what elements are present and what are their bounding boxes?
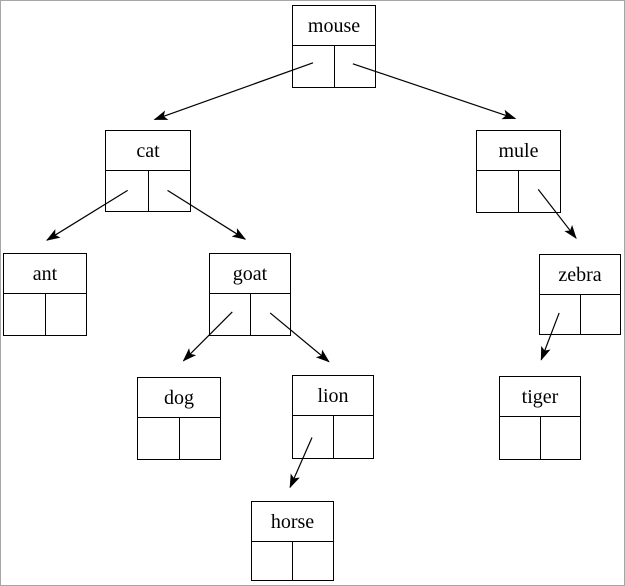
right-pointer-cell <box>251 294 291 335</box>
pointer-cells <box>210 294 290 335</box>
node-label: goat <box>210 254 290 294</box>
tree-node-mouse: mouse <box>292 5 376 88</box>
left-pointer-cell <box>477 171 519 212</box>
tree-node-goat: goat <box>209 253 291 336</box>
left-pointer-cell <box>540 295 581 334</box>
node-label: mule <box>477 131 560 171</box>
tree-node-lion: lion <box>292 375 374 459</box>
tree-node-dog: dog <box>137 377 221 460</box>
left-pointer-cell <box>293 46 335 87</box>
node-label: cat <box>106 131 190 171</box>
left-pointer-cell <box>106 171 149 211</box>
right-pointer-cell <box>180 418 221 459</box>
right-pointer-cell <box>519 171 560 212</box>
node-label: ant <box>4 254 86 294</box>
right-pointer-cell <box>581 295 621 334</box>
pointer-cells <box>106 171 190 211</box>
tree-node-mule: mule <box>476 130 561 213</box>
left-pointer-cell <box>252 542 293 580</box>
node-label: zebra <box>540 255 620 295</box>
node-label: dog <box>138 378 220 418</box>
node-label: mouse <box>293 6 375 46</box>
pointer-cells <box>540 295 620 334</box>
left-pointer-cell <box>4 294 46 335</box>
pointer-cells <box>500 417 580 459</box>
right-pointer-cell <box>541 417 581 459</box>
pointer-cells <box>138 418 220 459</box>
pointer-cells <box>4 294 86 335</box>
tree-node-zebra: zebra <box>539 254 621 335</box>
tree-node-horse: horse <box>251 501 334 581</box>
tree-node-cat: cat <box>105 130 191 212</box>
right-pointer-cell <box>334 416 374 458</box>
pointer-cells <box>293 416 373 458</box>
left-pointer-cell <box>138 418 180 459</box>
right-pointer-cell <box>293 542 333 580</box>
node-label: horse <box>252 502 333 542</box>
right-pointer-cell <box>46 294 87 335</box>
left-pointer-cell <box>210 294 251 335</box>
pointer-cells <box>477 171 560 212</box>
tree-node-tiger: tiger <box>499 376 581 460</box>
pointer-cells <box>293 46 375 87</box>
node-label: lion <box>293 376 373 416</box>
pointer-cells <box>252 542 333 580</box>
right-pointer-cell <box>149 171 191 211</box>
tree-node-ant: ant <box>3 253 87 336</box>
left-pointer-cell <box>500 417 541 459</box>
node-label: tiger <box>500 377 580 417</box>
right-pointer-cell <box>335 46 376 87</box>
left-pointer-cell <box>293 416 334 458</box>
